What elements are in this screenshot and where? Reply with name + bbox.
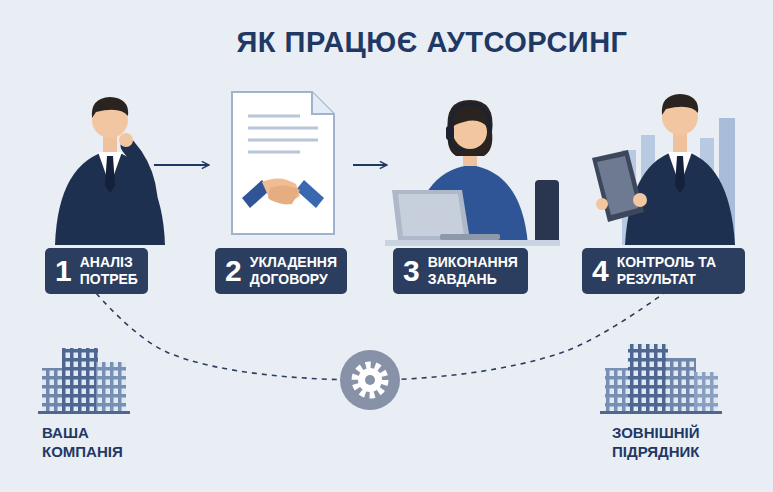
step-number: 2 [225, 256, 242, 286]
manager-with-tablet [675, 156, 685, 193]
manager-with-tablet [597, 156, 638, 215]
manager-with-tablet [625, 150, 735, 245]
company-building [38, 348, 130, 414]
company-building [62, 348, 98, 412]
contractor-building [694, 372, 718, 412]
gear-icon [340, 350, 400, 410]
support-operator [385, 240, 560, 246]
contract-document [312, 92, 334, 114]
company-building [96, 362, 126, 412]
step-number: 4 [592, 256, 609, 286]
gear-icon [355, 365, 385, 395]
building-label: ВАША КОМПАНІЯ [42, 424, 152, 462]
contractor-building [694, 372, 718, 412]
contract-document [248, 151, 300, 154]
company-building [96, 362, 126, 412]
thinking-man [105, 156, 115, 193]
gear-icon [365, 375, 375, 385]
contract-document [232, 92, 334, 234]
support-operator [535, 180, 559, 246]
contractor-building [666, 358, 696, 412]
manager-with-tablet [592, 94, 735, 245]
flow-connector [353, 164, 387, 166]
step-box: 1 АНАЛІЗ ПОТРЕБ [45, 248, 148, 294]
contract-document [248, 116, 318, 152]
thinking-man [119, 133, 133, 147]
contractor-building [666, 358, 696, 412]
support-operator [392, 190, 470, 240]
contractor-building [605, 368, 631, 412]
manager-with-tablet [596, 198, 608, 210]
contractor-building [628, 344, 668, 412]
step-box: 3 ВИКОНАННЯ ЗАВДАНЬ [393, 248, 528, 294]
support-operator [447, 100, 492, 156]
contractor-building [605, 368, 631, 412]
thinking-man [103, 136, 117, 152]
contract-document [248, 115, 300, 118]
support-operator [440, 234, 500, 240]
support-operator [446, 126, 454, 140]
contractor-building [600, 344, 722, 414]
thinking-man [128, 146, 151, 235]
step-label: АНАЛІЗ ПОТРЕБ [80, 254, 138, 288]
diagram-title: ЯК ПРАЦЮЄ АУТСОРСИНГ [92, 26, 772, 59]
manager-with-tablet [633, 193, 647, 207]
support-operator [450, 104, 490, 132]
building-label: ЗОВНІШНІЙ ПІДРЯДНИК [612, 424, 732, 462]
support-operator [398, 194, 464, 236]
support-operator [385, 100, 560, 246]
thinking-man [55, 97, 165, 245]
step-number: 3 [403, 256, 420, 286]
contractor-building [628, 344, 668, 412]
contract-document [248, 139, 318, 142]
company-building [62, 348, 98, 412]
manager-with-tablet [592, 150, 644, 222]
step-label: УКЛАДЕННЯ ДОГОВОРУ [250, 254, 337, 288]
contract-document [296, 180, 324, 208]
gear-icon [358, 368, 382, 392]
contract-document [248, 127, 318, 130]
contractor-building [600, 411, 722, 414]
thinking-man [92, 97, 128, 118]
contract-document [268, 185, 300, 204]
step-label: КОНТРОЛЬ ТА РЕЗУЛЬТАТ [617, 254, 735, 288]
flow-connector [154, 164, 209, 166]
contract-document [232, 92, 334, 234]
company-building [38, 411, 130, 414]
step-label: ВИКОНАННЯ ЗАВДАНЬ [428, 254, 518, 288]
support-operator [453, 108, 488, 128]
step-box: 4 КОНТРОЛЬ ТА РЕЗУЛЬТАТ [582, 248, 745, 294]
step-box: 2 УКЛАДЕННЯ ДОГОВОРУ [215, 248, 347, 294]
manager-with-tablet [662, 94, 698, 115]
step-number: 1 [55, 256, 72, 286]
gear-icon [340, 350, 400, 410]
support-operator [450, 140, 464, 150]
